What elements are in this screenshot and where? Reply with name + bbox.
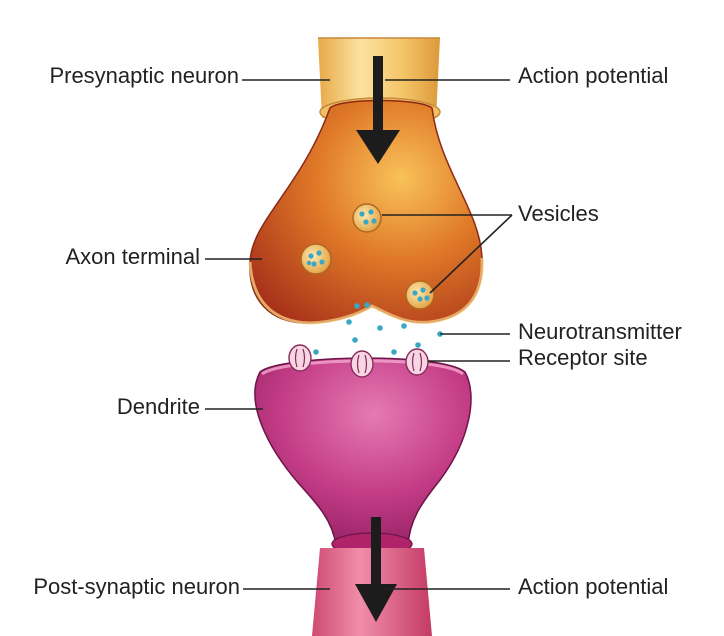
- receptor-site: [350, 350, 374, 378]
- receptor-site: [288, 344, 312, 372]
- label-action-potential-bottom: Action potential: [518, 574, 668, 599]
- dendrite: [254, 357, 472, 546]
- label-neurotransmitter: Neurotransmitter: [518, 319, 682, 344]
- action-potential-arrow-bottom: [355, 517, 397, 622]
- label-action-potential-top: Action potential: [518, 63, 668, 88]
- vesicle: [352, 203, 382, 233]
- label-axon-terminal: Axon terminal: [65, 244, 200, 269]
- neurotransmitter-molecules: [313, 302, 443, 355]
- vesicle: [300, 243, 332, 275]
- label-vesicles: Vesicles: [518, 201, 599, 226]
- label-post-synaptic-neuron: Post-synaptic neuron: [33, 574, 240, 599]
- label-receptor-site: Receptor site: [518, 345, 648, 370]
- receptor-site: [405, 348, 429, 376]
- action-potential-arrow-top: [356, 56, 400, 164]
- leader-lines: [205, 79, 513, 590]
- label-dendrite: Dendrite: [117, 394, 200, 419]
- label-presynaptic-neuron: Presynaptic neuron: [49, 63, 239, 88]
- vesicle: [405, 280, 435, 310]
